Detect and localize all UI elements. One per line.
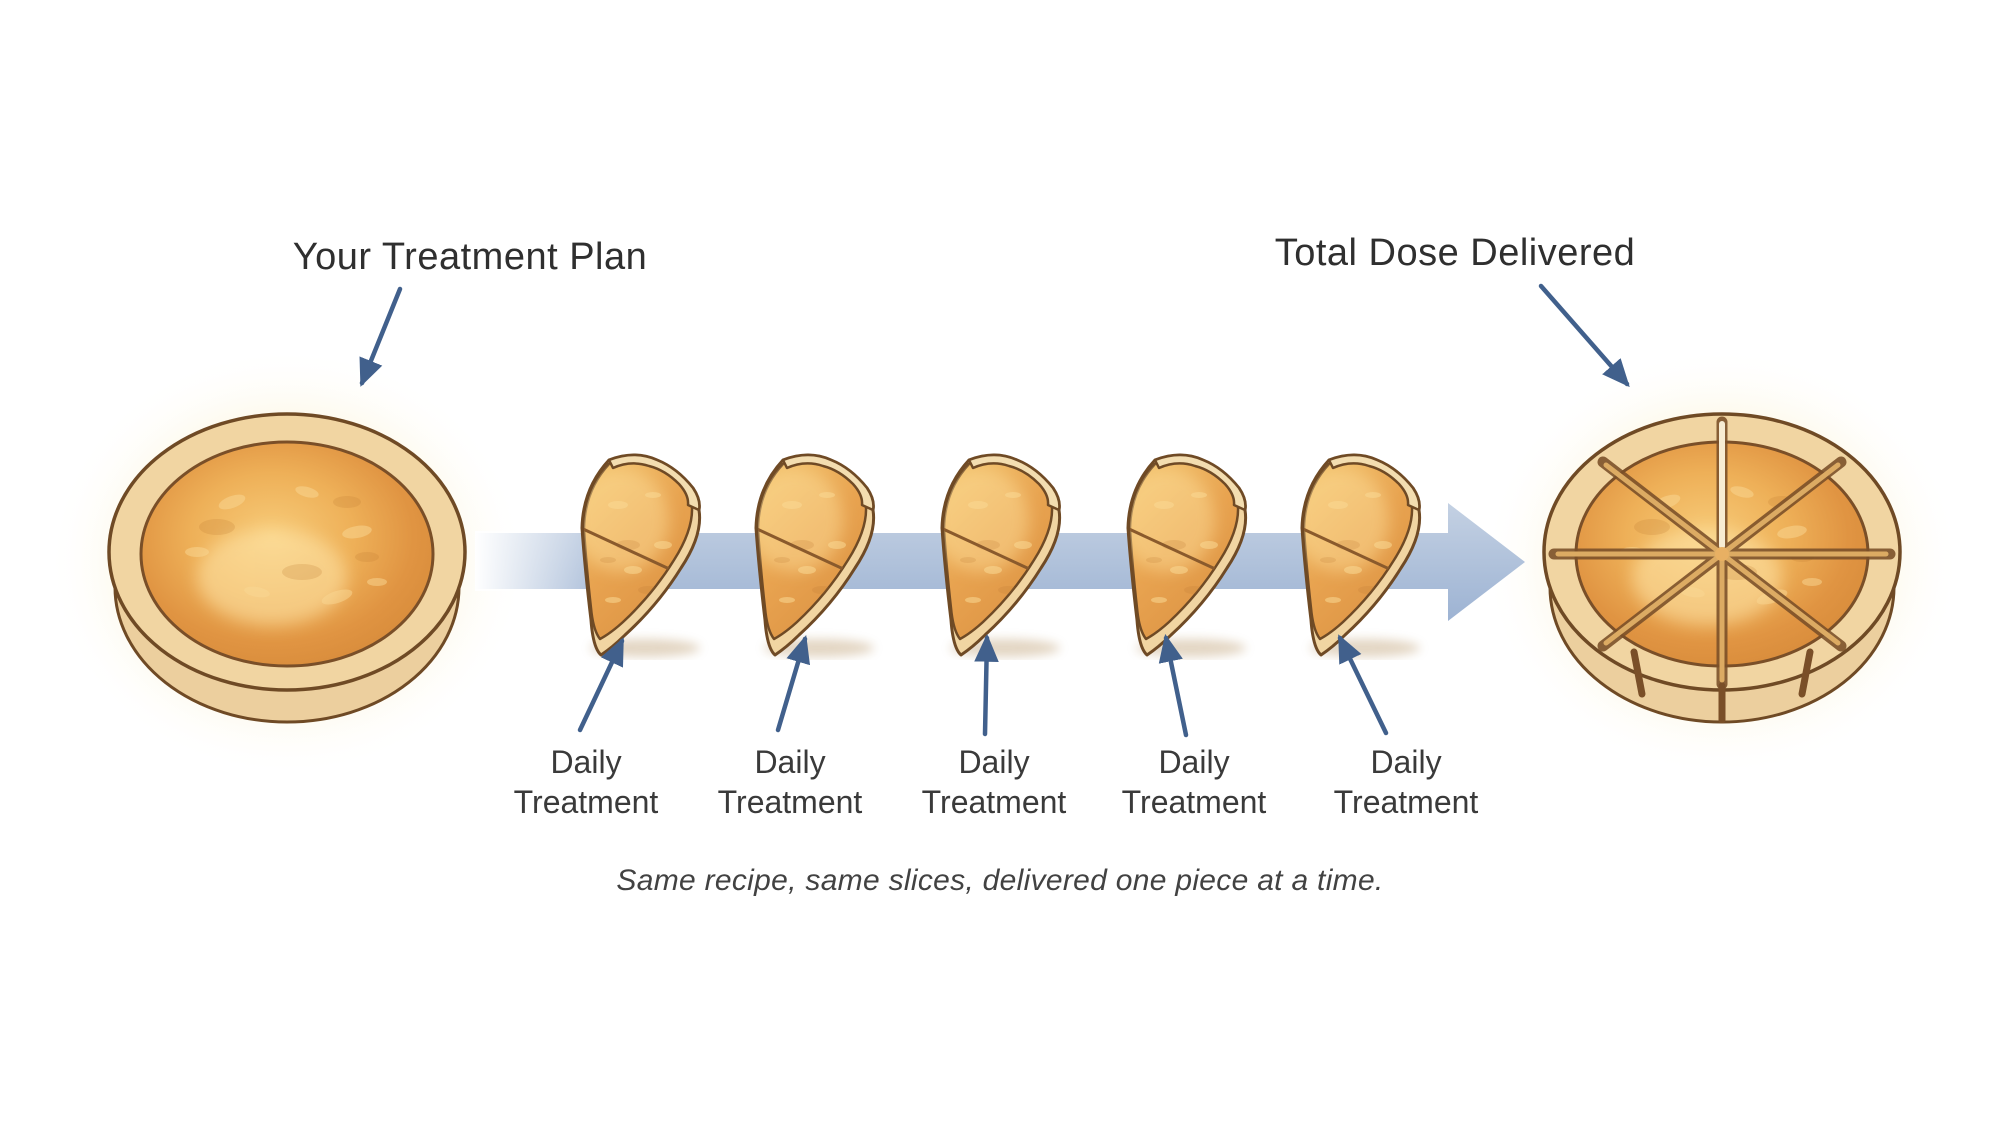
- treatment-plan-title: Your Treatment Plan: [292, 236, 648, 278]
- label-line-2: Treatment: [717, 784, 863, 820]
- caption: Same recipe, same slices, delivered one …: [616, 864, 1384, 897]
- label-line-1: Daily: [958, 744, 1030, 780]
- label-line-1: Daily: [754, 744, 826, 780]
- label-line-1: Daily: [1158, 744, 1230, 780]
- daily-treatment-label: Daily Treatment: [466, 742, 706, 822]
- label-line-2: Treatment: [1121, 784, 1267, 820]
- pie-slice: [1293, 450, 1443, 660]
- pie-slice: [747, 450, 897, 660]
- pie-slice: [933, 450, 1083, 660]
- daily-treatment-label: Daily Treatment: [1286, 742, 1526, 822]
- total-dose-title: Total Dose Delivered: [1274, 232, 1636, 274]
- label-line-1: Daily: [1370, 744, 1442, 780]
- daily-treatment-label: Daily Treatment: [1074, 742, 1314, 822]
- pie-slice: [573, 450, 723, 660]
- label-line-2: Treatment: [1333, 784, 1479, 820]
- label-line-1: Daily: [550, 744, 622, 780]
- label-line-2: Treatment: [921, 784, 1067, 820]
- daily-treatment-label: Daily Treatment: [874, 742, 1114, 822]
- daily-treatment-label: Daily Treatment: [670, 742, 910, 822]
- label-line-2: Treatment: [513, 784, 659, 820]
- pie-slice: [1119, 450, 1269, 660]
